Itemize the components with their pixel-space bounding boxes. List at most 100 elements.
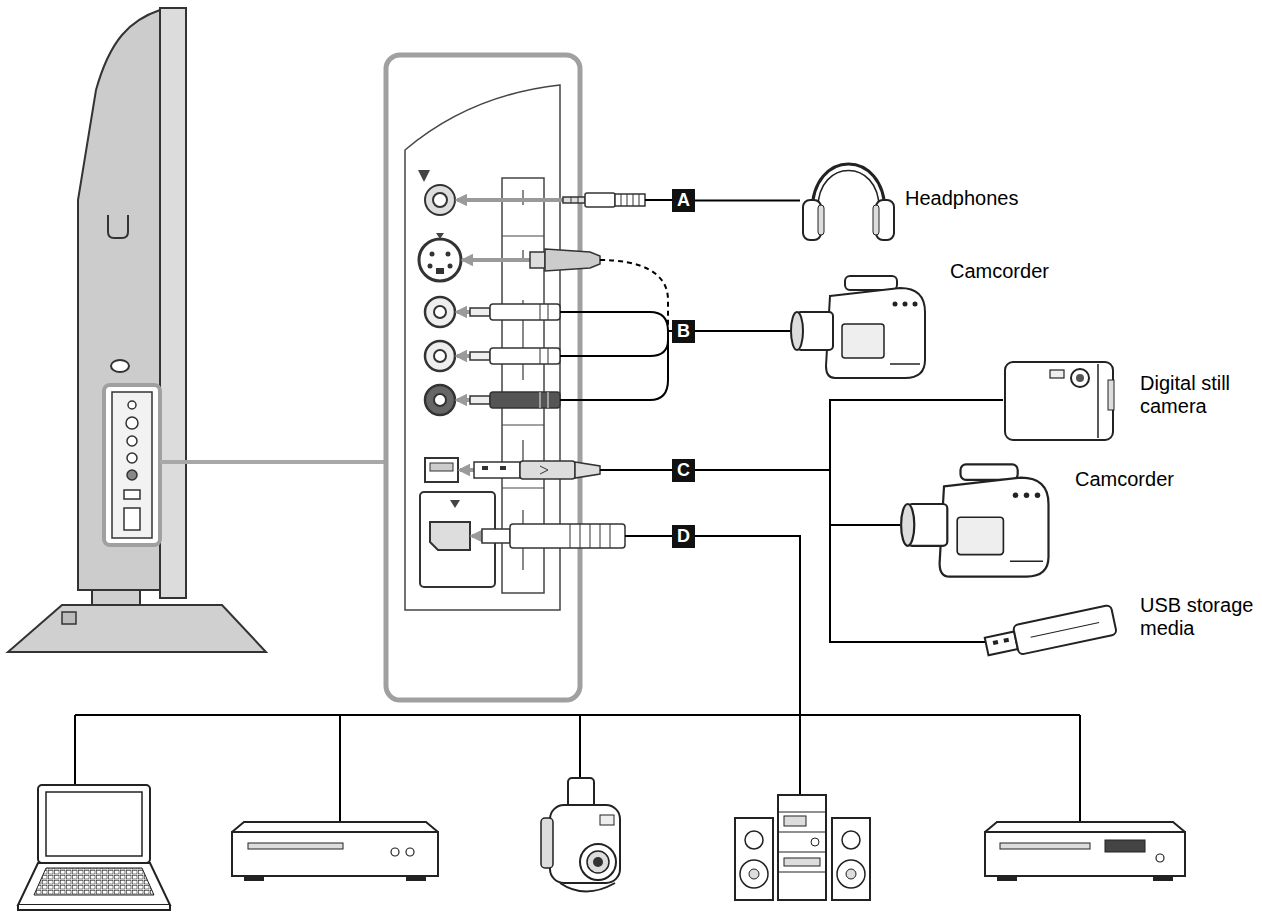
callout-letter-box: A <box>672 189 695 212</box>
port-inset <box>128 401 136 409</box>
cable <box>560 312 668 331</box>
headphone-jack <box>425 185 455 215</box>
rca-plug <box>490 392 560 408</box>
headphone-plug <box>563 193 645 207</box>
port-inset <box>126 417 138 429</box>
cable <box>600 469 672 471</box>
rca-plug <box>548 304 549 320</box>
laptop-icon <box>18 863 170 905</box>
port-inset <box>104 385 160 545</box>
headphone-jack <box>425 185 455 215</box>
tv-side-view <box>78 10 160 590</box>
callout-letter-box: B <box>672 320 695 343</box>
rca-plug <box>470 304 560 408</box>
tv-stand <box>8 605 266 652</box>
rca-plug <box>540 392 541 408</box>
stereo-system-icon <box>784 858 820 866</box>
device-node: Headphones <box>800 157 895 244</box>
device-node: Digital still camera <box>1003 355 1115 445</box>
laptop-icon <box>38 785 150 863</box>
cable <box>74 715 76 785</box>
s-video-plug <box>530 249 600 271</box>
headphones-icon <box>873 205 879 235</box>
headphones-icon <box>818 205 824 235</box>
cable <box>1079 715 1081 822</box>
hdmi-plug <box>600 524 601 548</box>
handycam-icon <box>550 805 620 883</box>
hdmi-plug <box>482 524 625 548</box>
stereo-system-icon <box>778 871 826 872</box>
handycam-icon <box>587 851 609 873</box>
headphone-plug <box>633 194 634 206</box>
s-video-port <box>436 268 444 274</box>
insertion-arrow <box>457 198 563 202</box>
dvd-recorder-icon <box>997 876 1017 881</box>
headphone-plug <box>615 194 645 206</box>
usb-stick-icon <box>984 605 1117 661</box>
cable-connector <box>695 330 790 332</box>
usb-stick-icon <box>1013 605 1117 655</box>
rca-port <box>434 350 446 362</box>
handycam-icon <box>600 815 614 825</box>
headphones-icon <box>818 171 879 209</box>
usb-stick-icon <box>985 631 1018 655</box>
cable-connector <box>695 200 800 202</box>
cable <box>560 331 668 400</box>
device-label: Camcorder <box>1075 468 1205 491</box>
stereo-system-icon <box>735 818 773 900</box>
insertion-arrow <box>472 534 482 538</box>
dvd-player-icon <box>248 843 343 849</box>
stereo-system-icon <box>784 816 806 826</box>
rca-plug <box>540 348 541 364</box>
rca-port <box>425 385 455 415</box>
s-video-port <box>446 252 451 257</box>
usb-plug <box>500 466 506 470</box>
laptop-icon <box>34 868 154 895</box>
callout-letter: B <box>672 320 695 343</box>
dvd-player-icon <box>232 822 438 832</box>
handycam-icon <box>580 844 616 880</box>
still-camera-icon <box>1071 369 1089 387</box>
headphone-plug <box>578 197 579 203</box>
cable <box>560 331 668 356</box>
camcorder-icon <box>791 276 925 378</box>
port-inset <box>124 490 140 499</box>
stereo-system-icon <box>778 795 826 900</box>
device-label: Headphones <box>905 187 1045 210</box>
cable <box>75 714 1080 716</box>
still-camera-icon <box>1005 362 1114 440</box>
usb-stick-icon <box>1031 623 1099 638</box>
handycam-icon <box>560 883 615 892</box>
s-video-port <box>436 233 444 239</box>
cable <box>625 535 672 537</box>
dvd-recorder-icon <box>1153 876 1173 881</box>
headphone-plug <box>563 197 585 203</box>
stereo-system-icon <box>778 811 826 812</box>
s-video-plug <box>530 252 545 268</box>
connector-panel <box>386 55 580 700</box>
hdmi-plug <box>580 524 581 548</box>
cable <box>645 199 672 201</box>
stereo-system-icon <box>842 831 860 849</box>
port-inset <box>112 392 152 538</box>
handycam-icon <box>593 857 603 867</box>
dvd-recorder-icon <box>985 822 1185 832</box>
headphone-plug <box>571 197 572 203</box>
headphone-plug <box>585 193 615 207</box>
camcorder-icon <box>791 276 925 378</box>
still-camera-icon <box>1076 374 1084 382</box>
laptop-icon <box>46 792 142 856</box>
usb-plug <box>575 462 600 478</box>
s-video-port <box>419 233 461 281</box>
headphone-jack <box>433 193 447 207</box>
port-inset <box>127 470 137 480</box>
stereo-system-icon <box>846 869 856 879</box>
cable-connector <box>695 470 900 525</box>
insertion-arrow <box>460 468 474 472</box>
usb-port <box>425 458 458 482</box>
usb-port <box>430 463 453 471</box>
callout-letter-box: D <box>672 525 695 548</box>
tv-stand <box>62 612 76 624</box>
tv-stand <box>8 590 266 652</box>
